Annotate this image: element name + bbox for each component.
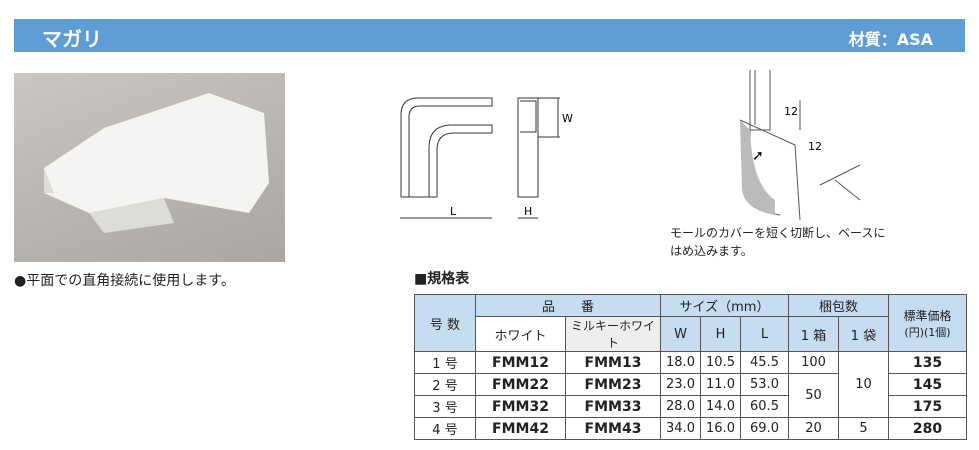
caption: モールのカバーを短く切断し、ベースに はめ込みます。 [670,224,930,260]
cut-length-label: 12 [784,105,798,118]
header-milky: ミルキーホワイト [565,316,661,352]
header-h: H [700,316,741,352]
cell-price: 175 [888,395,967,418]
header-price: 標準価格 (円)(1個) [888,294,967,352]
cell-w: 23.0 [660,373,701,396]
cell-milky: FMM43 [565,417,661,440]
arrow-icon: ➚ [752,148,764,164]
cell-milky: FMM33 [565,395,661,418]
cell-no: 1 号 [414,351,476,374]
table-row: 4 号 FMM42 FMM43 34.0 16.0 69.0 20 5 280 [414,417,967,440]
cell-milky: FMM13 [565,351,661,374]
caption-line: はめ込みます。 [670,244,753,258]
price-label: 標準価格 [903,308,952,323]
width-label: W [562,112,573,125]
header-white: ホワイト [475,316,566,352]
cell-box: 20 [788,417,839,440]
header-bag: 1 袋 [838,316,889,352]
spec-table-title: ■規格表 [414,271,470,287]
cell-white: FMM32 [475,395,566,418]
header-no: 号 数 [414,294,476,352]
header-w: W [660,316,701,352]
cell-h: 10.5 [700,351,741,374]
cell-box: 100 [788,351,839,374]
elbow-fitting-image [44,93,269,233]
cell-no: 2 号 [414,373,476,396]
cell-l: 69.0 [740,417,789,440]
material-label: 材質：ASA [848,30,933,49]
header-l: L [740,316,789,352]
cell-l: 45.5 [740,351,789,374]
header-part: 品 番 [475,294,661,317]
table-row: 3 号 FMM32 FMM33 28.0 14.0 60.5 175 [414,395,967,418]
cell-l: 60.5 [740,395,789,418]
caption-line: モールのカバーを短く切断し、ベースに [670,226,886,240]
cell-price: 280 [888,417,967,440]
base-length-label: 12 [808,140,822,153]
cell-w: 18.0 [660,351,701,374]
header-size: サイズ（mm） [660,294,789,317]
cell-no: 4 号 [414,417,476,440]
product-photo [14,73,285,262]
cell-bag: 10 [838,351,889,418]
cell-white: FMM42 [475,417,566,440]
cell-l: 53.0 [740,373,789,396]
usage-note: ●平面での直角接続に使用します。 [14,273,235,289]
cell-box: 50 [788,373,839,418]
header-box: 1 箱 [788,316,839,352]
cell-price: 135 [888,351,967,374]
cell-white: FMM22 [475,373,566,396]
price-unit: (円)(1個) [904,325,951,339]
cell-h: 14.0 [700,395,741,418]
table-row: 2 号 FMM22 FMM23 23.0 11.0 53.0 50 145 [414,373,967,418]
page-title: マガリ [42,27,102,51]
spec-table: 号 数 品 番 サイズ（mm） 梱包数 標準価格 (円)(1個) ホワイト ミルキ… [414,294,967,440]
cell-no: 3 号 [414,395,476,418]
header-pack: 梱包数 [788,294,889,317]
length-label: L [450,205,457,218]
cell-white: FMM12 [475,351,566,374]
height-label: H [524,205,532,218]
table-row: 1 号 FMM12 FMM13 18.0 10.5 45.5 100 10 13… [414,351,967,418]
title-bar: マガリ 材質：ASA [14,19,965,52]
cell-h: 16.0 [700,417,741,440]
cell-price: 145 [888,373,967,396]
cell-w: 34.0 [660,417,701,440]
dimension-drawing: L H W 12 12 ➚ [400,70,861,221]
cell-milky: FMM23 [565,373,661,396]
cell-w: 28.0 [660,395,701,418]
cell-bag: 5 [838,417,889,440]
cell-h: 11.0 [700,373,741,396]
